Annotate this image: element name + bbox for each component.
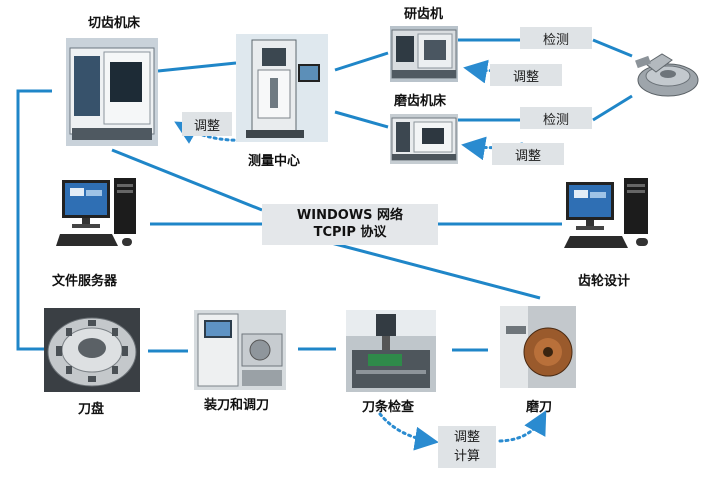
blade-inspect-image	[346, 310, 436, 392]
link-cutter-network	[111, 148, 263, 212]
label-cutter-head: 刀盘	[78, 402, 105, 417]
label-blade-inspect: 刀条检查	[362, 400, 415, 415]
cutter-head-image	[44, 308, 140, 392]
label-assemble-adjust: 装刀和调刀	[204, 398, 270, 413]
link-network-sharpen	[319, 238, 541, 300]
tag-adjust-mid: 调整	[492, 143, 564, 165]
grinder-image	[390, 26, 458, 82]
link-measure-grinder	[334, 51, 389, 72]
network-line-1: WINDOWS 网络	[296, 208, 404, 223]
tag-detect-top: 检测	[520, 27, 592, 49]
tag-calc-line2: 计算	[453, 449, 480, 464]
sharpen-image	[500, 306, 576, 388]
link-measure-honing	[334, 110, 389, 129]
label-honing-machine: 磨齿机床	[394, 94, 447, 109]
link-left-bus	[16, 89, 52, 351]
measure-center-image	[236, 34, 328, 142]
bevel-gear-image	[632, 44, 704, 104]
link-detect-gear-mid	[592, 94, 633, 122]
label-sharpen: 磨刀	[526, 400, 553, 415]
label-file-server: 文件服务器	[52, 274, 118, 289]
gear-cutter-image	[66, 38, 158, 146]
label-gear-cutter: 切齿机床	[88, 16, 141, 31]
assemble-adjust-image	[194, 310, 286, 390]
label-measure-center: 测量中心	[248, 154, 301, 169]
network-protocol-box: WINDOWS 网络 TCPIP 协议	[262, 204, 438, 245]
arrow-inspect-calc	[378, 412, 439, 451]
tag-detect-mid: 检测	[520, 107, 592, 129]
honing-machine-image	[390, 114, 458, 164]
arrow-calc-sharpen	[498, 410, 547, 443]
link-cutter-measure	[157, 61, 237, 73]
tag-adjust-top: 调整	[490, 64, 562, 86]
label-grinder: 研齿机	[404, 7, 444, 22]
gear-design-computer	[562, 176, 658, 250]
tag-adjust-left: 调整	[182, 112, 232, 136]
link-detect-gear	[592, 38, 633, 58]
network-line-2: TCPIP 协议	[313, 225, 387, 240]
label-gear-design: 齿轮设计	[578, 274, 631, 289]
file-server-computer	[56, 176, 146, 250]
tag-calc-line1: 调整	[453, 430, 480, 445]
tag-adjust-calc: 调整 计算	[438, 426, 496, 468]
